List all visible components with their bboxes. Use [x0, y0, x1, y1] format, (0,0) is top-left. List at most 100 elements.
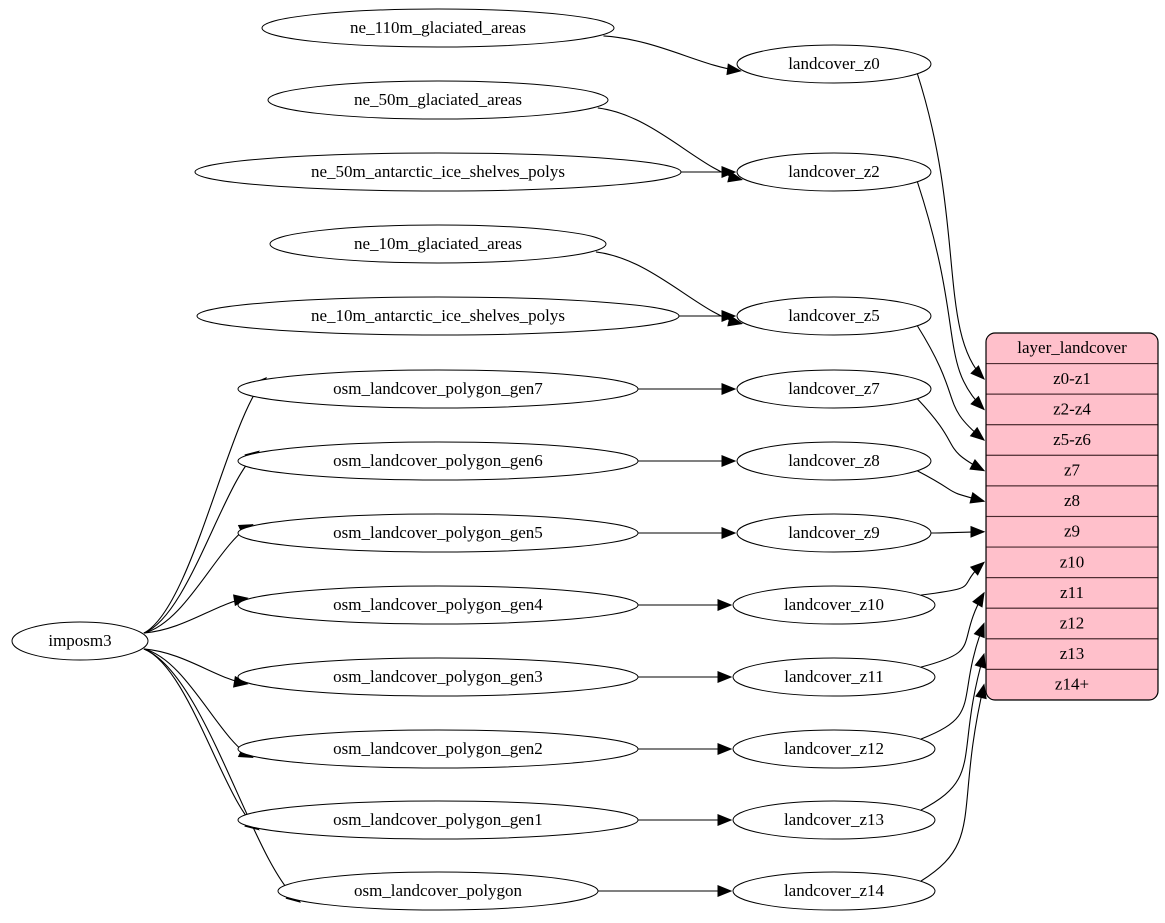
node-natural-earth-ne_50m_glaciated_areas[interactable]: ne_50m_glaciated_areas	[267, 80, 609, 120]
node-landcover-landcover_z0[interactable]: landcover_z0	[736, 44, 932, 84]
edge-imposm3-to-osm_landcover_polygon	[143, 648, 301, 903]
node-shape-landcover_z5[interactable]	[736, 296, 932, 336]
edge-arrowhead	[969, 459, 986, 472]
edge-landcover_z14-to-row_z14+	[920, 684, 985, 882]
table-row-z12[interactable]	[986, 607, 1158, 640]
node-shape-osm_landcover_polygon[interactable]	[277, 871, 599, 911]
node-natural-earth-ne_50m_antarctic_ice_shelves_polys[interactable]: ne_50m_antarctic_ice_shelves_polys	[194, 152, 682, 192]
table-row-z9[interactable]	[986, 515, 1158, 548]
node-osm-osm_landcover_polygon_gen6[interactable]: osm_landcover_polygon_gen6	[237, 441, 639, 481]
node-landcover-landcover_z13[interactable]: landcover_z13	[732, 800, 936, 840]
edge-imposm3-to-osm_landcover_polygon_gen3	[143, 648, 248, 685]
table-row-z13[interactable]	[986, 638, 1158, 670]
node-osm-osm_landcover_polygon[interactable]: osm_landcover_polygon	[277, 871, 599, 911]
edge-landcover_z7-to-row_z7	[917, 398, 985, 472]
edge-landcover_z5-to-row_z5-z6	[916, 325, 985, 441]
edge-arrowhead	[717, 599, 733, 611]
edge-arrowhead	[727, 170, 744, 183]
table-row-z11[interactable]	[986, 577, 1158, 609]
edge-arrowhead	[721, 527, 737, 539]
edge-landcover_z11-to-row_z11	[920, 592, 985, 668]
node-shape-imposm3[interactable]	[11, 621, 149, 661]
edge-arrowhead	[970, 365, 985, 380]
node-landcover-landcover_z2[interactable]: landcover_z2	[736, 152, 932, 192]
node-landcover-landcover_z10[interactable]: landcover_z10	[732, 585, 936, 625]
edge-arrowhead	[970, 525, 986, 538]
node-shape-landcover_z11[interactable]	[732, 657, 936, 697]
edge-arrowhead	[969, 492, 986, 504]
table-row-z8[interactable]	[986, 485, 1158, 518]
node-shape-ne_50m_antarctic_ice_shelves_polys[interactable]	[194, 152, 682, 192]
node-natural-earth-ne_10m_antarctic_ice_shelves_polys[interactable]: ne_10m_antarctic_ice_shelves_polys	[196, 296, 680, 336]
node-shape-osm_landcover_polygon_gen3[interactable]	[237, 657, 639, 697]
table-row-z14+[interactable]	[986, 668, 1158, 700]
node-shape-ne_50m_glaciated_areas[interactable]	[267, 80, 609, 120]
edge-landcover_z2-to-row_z2-z4	[916, 181, 985, 410]
node-landcover-landcover_z7[interactable]: landcover_z7	[736, 369, 932, 409]
edge-arrowhead	[969, 426, 986, 441]
edge-arrowhead	[969, 561, 986, 576]
node-shape-osm_landcover_polygon_gen1[interactable]	[237, 800, 639, 840]
node-shape-ne_10m_antarctic_ice_shelves_polys[interactable]	[196, 296, 680, 336]
node-landcover-landcover_z12[interactable]: landcover_z12	[732, 729, 936, 769]
node-shape-landcover_z8[interactable]	[736, 441, 932, 481]
node-shape-osm_landcover_polygon_gen6[interactable]	[237, 441, 639, 481]
table-row-z10[interactable]	[986, 546, 1158, 579]
edge-arrowhead	[975, 683, 987, 700]
edge-arrowhead	[727, 314, 744, 327]
node-shape-ne_10m_glaciated_areas[interactable]	[269, 224, 607, 264]
node-shape-landcover_z13[interactable]	[732, 800, 936, 840]
node-shape-landcover_z7[interactable]	[736, 369, 932, 409]
node-shape-osm_landcover_polygon_gen4[interactable]	[237, 585, 639, 625]
edge-arrowhead	[721, 455, 737, 467]
node-source-imposm3[interactable]: imposm3	[11, 621, 149, 661]
node-shape-landcover_z10[interactable]	[732, 585, 936, 625]
edge-arrowhead	[974, 652, 986, 669]
edge-landcover_z13-to-row_z13	[920, 653, 985, 811]
node-osm-osm_landcover_polygon_gen3[interactable]: osm_landcover_polygon_gen3	[237, 657, 639, 697]
edge-imposm3-to-osm_landcover_polygon_gen4	[143, 597, 248, 634]
node-shape-ne_110m_glaciated_areas[interactable]	[261, 8, 615, 48]
edge-arrowhead	[721, 383, 737, 395]
table-row-z5-z6[interactable]	[986, 424, 1158, 456]
nodes-layer: imposm3 ne_110m_glaciated_areas ne_50m_gla…	[11, 8, 936, 911]
table-header-cell	[986, 333, 1158, 364]
edge-arrowhead	[717, 814, 733, 826]
node-shape-landcover_z12[interactable]	[732, 729, 936, 769]
layer-table: layer_landcoverz0-z1z2-z4z5-z6z7z8z9z10z…	[985, 332, 1159, 701]
node-natural-earth-ne_10m_glaciated_areas[interactable]: ne_10m_glaciated_areas	[269, 224, 607, 264]
table-row-z0-z1[interactable]	[986, 363, 1158, 395]
node-osm-osm_landcover_polygon_gen1[interactable]: osm_landcover_polygon_gen1	[237, 800, 639, 840]
node-landcover-landcover_z5[interactable]: landcover_z5	[736, 296, 932, 336]
node-landcover-landcover_z9[interactable]: landcover_z9	[736, 513, 932, 553]
node-osm-osm_landcover_polygon_gen5[interactable]: osm_landcover_polygon_gen5	[237, 513, 639, 553]
node-natural-earth-ne_110m_glaciated_areas[interactable]: ne_110m_glaciated_areas	[261, 8, 615, 48]
table-outline	[985, 332, 1159, 701]
edge-arrowhead	[721, 310, 737, 322]
table-row-z7[interactable]	[986, 454, 1158, 487]
node-shape-landcover_z14[interactable]	[732, 871, 936, 911]
edge-arrowhead	[721, 166, 737, 178]
edge-arrowhead	[717, 743, 733, 755]
table-cells	[986, 333, 1158, 700]
edge-arrowhead	[973, 622, 985, 639]
node-osm-osm_landcover_polygon_gen2[interactable]: osm_landcover_polygon_gen2	[237, 729, 639, 769]
node-shape-landcover_z0[interactable]	[736, 44, 932, 84]
node-shape-landcover_z9[interactable]	[736, 513, 932, 553]
node-shape-osm_landcover_polygon_gen5[interactable]	[237, 513, 639, 553]
node-shape-osm_landcover_polygon_gen7[interactable]	[237, 369, 639, 409]
node-shape-osm_landcover_polygon_gen2[interactable]	[237, 729, 639, 769]
node-landcover-landcover_z14[interactable]: landcover_z14	[732, 871, 936, 911]
node-landcover-landcover_z8[interactable]: landcover_z8	[736, 441, 932, 481]
node-shape-landcover_z2[interactable]	[736, 152, 932, 192]
edge-arrowhead	[972, 591, 985, 608]
table-row-z2-z4[interactable]	[986, 393, 1158, 426]
node-landcover-landcover_z11[interactable]: landcover_z11	[732, 657, 936, 697]
edge-arrowhead	[970, 395, 985, 411]
node-osm-osm_landcover_polygon_gen7[interactable]: osm_landcover_polygon_gen7	[237, 369, 639, 409]
node-osm-osm_landcover_polygon_gen4[interactable]: osm_landcover_polygon_gen4	[237, 585, 639, 625]
edge-landcover_z12-to-row_z12	[920, 623, 985, 740]
edge-ne_110m_glaciated_areas-to-landcover_z0	[603, 35, 741, 72]
